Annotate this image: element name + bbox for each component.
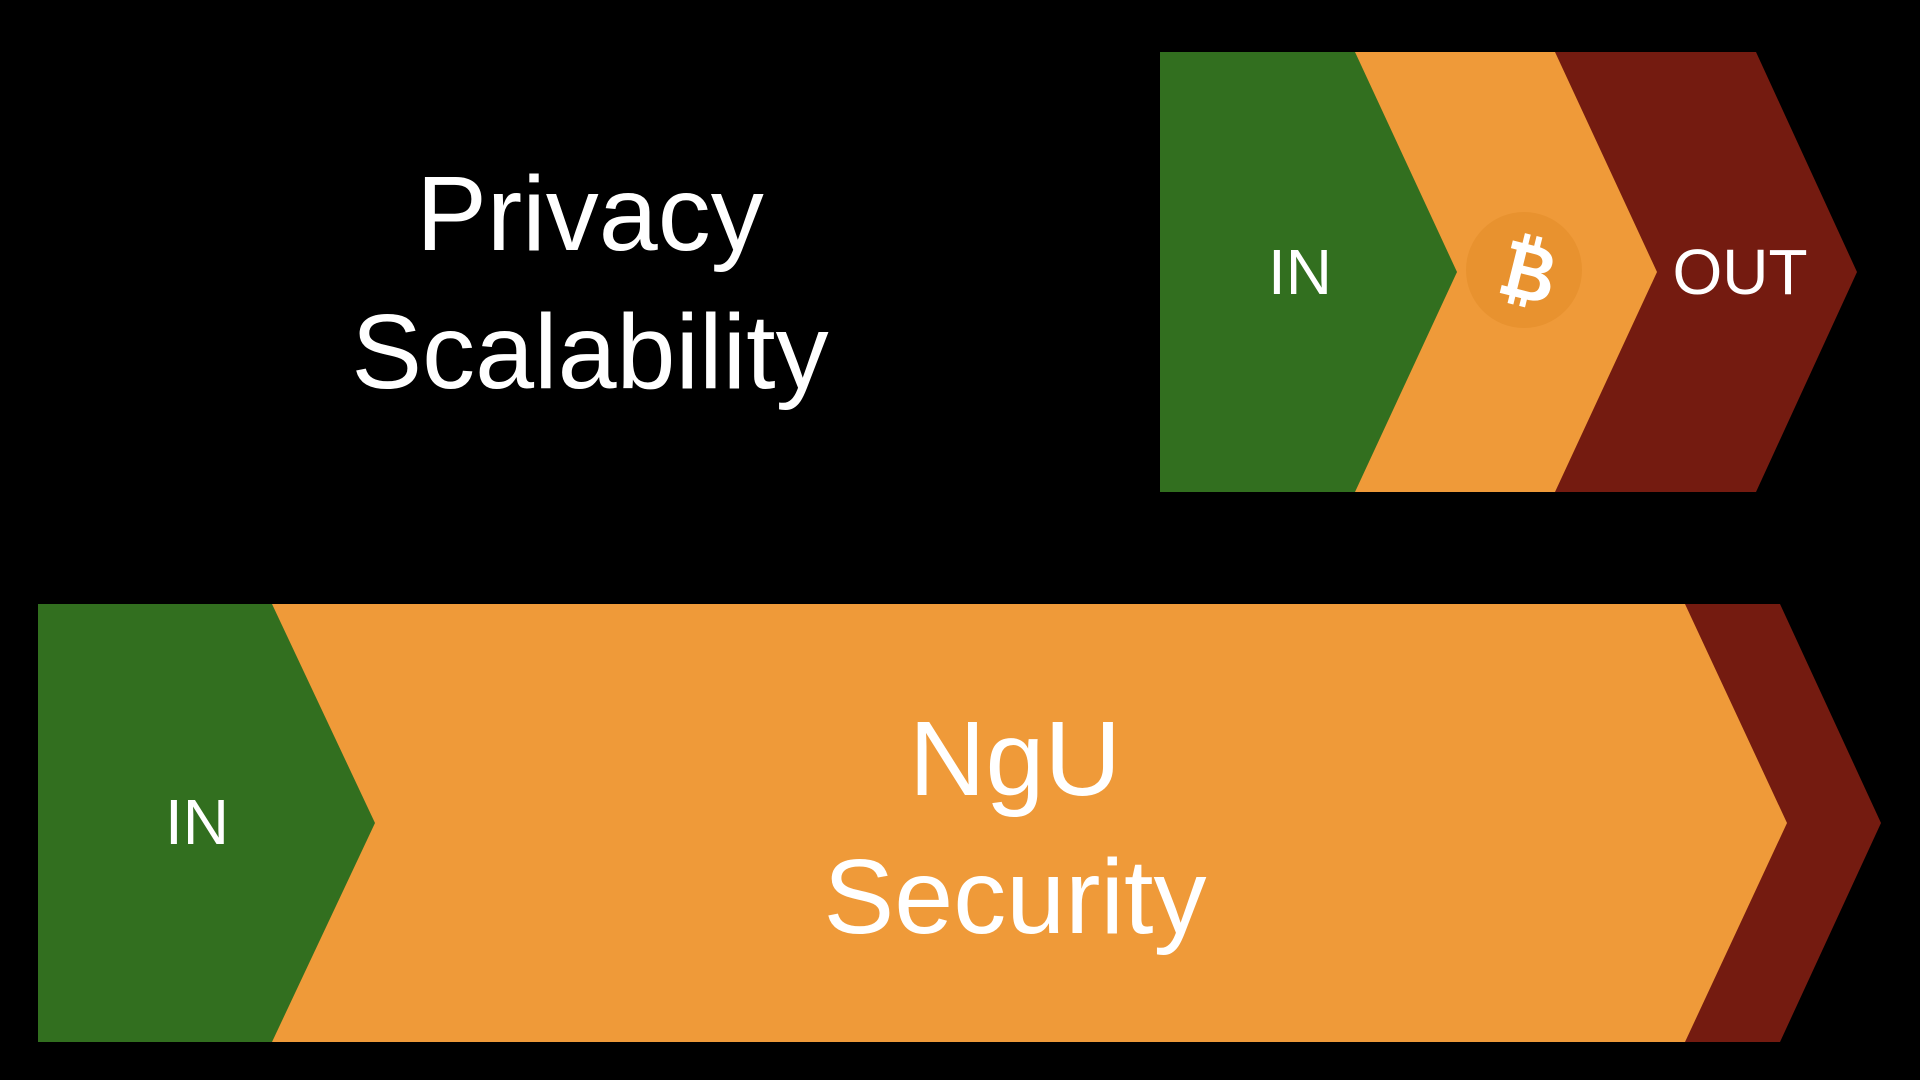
top-in-chevron [1160, 52, 1457, 492]
ngu-label: NgU [908, 700, 1122, 818]
bottom-in-label: IN [165, 786, 229, 858]
privacy-label: Privacy [416, 155, 764, 273]
bottom-main-chevron [270, 604, 1787, 1042]
top-in-label: IN [1268, 236, 1332, 308]
bottom-main-text: NgU Security [690, 690, 1340, 966]
top-out-label: OUT [1672, 236, 1808, 308]
top-left-text: Privacy Scalability [250, 145, 930, 421]
bitcoin-icon [1466, 212, 1582, 328]
bottom-in-chevron [38, 604, 375, 1042]
top-out-chevron [1555, 52, 1857, 492]
scalability-label: Scalability [351, 293, 829, 411]
security-label: Security [823, 838, 1207, 956]
bitcoin-glyph [1499, 233, 1553, 308]
